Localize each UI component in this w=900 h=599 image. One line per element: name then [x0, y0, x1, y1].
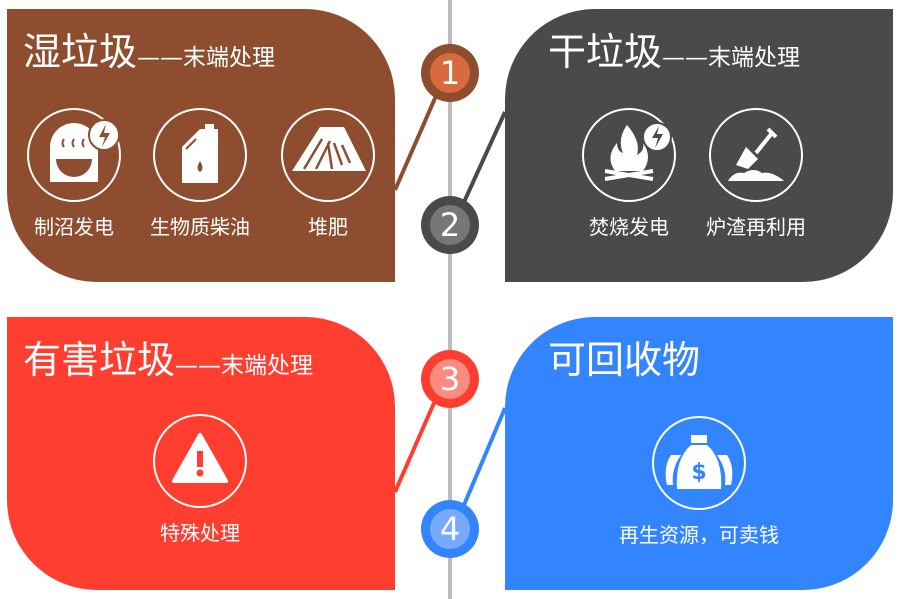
dry-waste-panel: 干垃圾——末端处理 焚烧发电 炉渣再利用 [505, 9, 893, 282]
connector-2 [462, 111, 507, 203]
shovel-icon [709, 108, 803, 202]
step-badge-4: 4 [421, 500, 479, 558]
item-biodiesel: 生物质柴油 [135, 107, 265, 240]
panel-title: 可回收物 [548, 338, 701, 382]
recyclables-panel: 可回收物 $ 再生资源，可卖钱 [505, 317, 893, 590]
connector-1 [393, 95, 438, 191]
money-bag-icon: $ [652, 416, 746, 510]
panel-title: 有害垃圾——末端处理 [23, 338, 314, 382]
biogas-power-icon [27, 108, 121, 202]
wet-waste-panel: 湿垃圾——末端处理 制沼发电 生物质柴油 堆肥 [7, 9, 395, 282]
step-badge-3: 3 [421, 350, 479, 408]
item-incineration: 焚烧发电 [564, 107, 694, 240]
panel-title: 湿垃圾——末端处理 [23, 30, 276, 74]
timeline-line [448, 0, 452, 599]
oil-canister-icon [153, 108, 247, 202]
connector-4 [462, 407, 507, 506]
svg-text:$: $ [691, 460, 706, 485]
warning-icon [153, 414, 247, 508]
hazardous-waste-panel: 有害垃圾——末端处理 特殊处理 [7, 317, 395, 590]
compost-pile-icon [281, 108, 375, 202]
item-slag-reuse: 炉渣再利用 [691, 107, 821, 240]
item-compost: 堆肥 [263, 107, 393, 240]
fire-power-icon [582, 108, 676, 202]
step-badge-1: 1 [421, 44, 479, 102]
panel-title: 干垃圾——末端处理 [548, 30, 801, 74]
step-badge-2: 2 [421, 196, 479, 254]
item-special-treatment: 特殊处理 [135, 413, 265, 546]
item-biogas: 制沼发电 [9, 107, 139, 240]
connector-3 [393, 402, 436, 493]
item-recyclable-resources: $ 再生资源，可卖钱 [599, 415, 799, 548]
